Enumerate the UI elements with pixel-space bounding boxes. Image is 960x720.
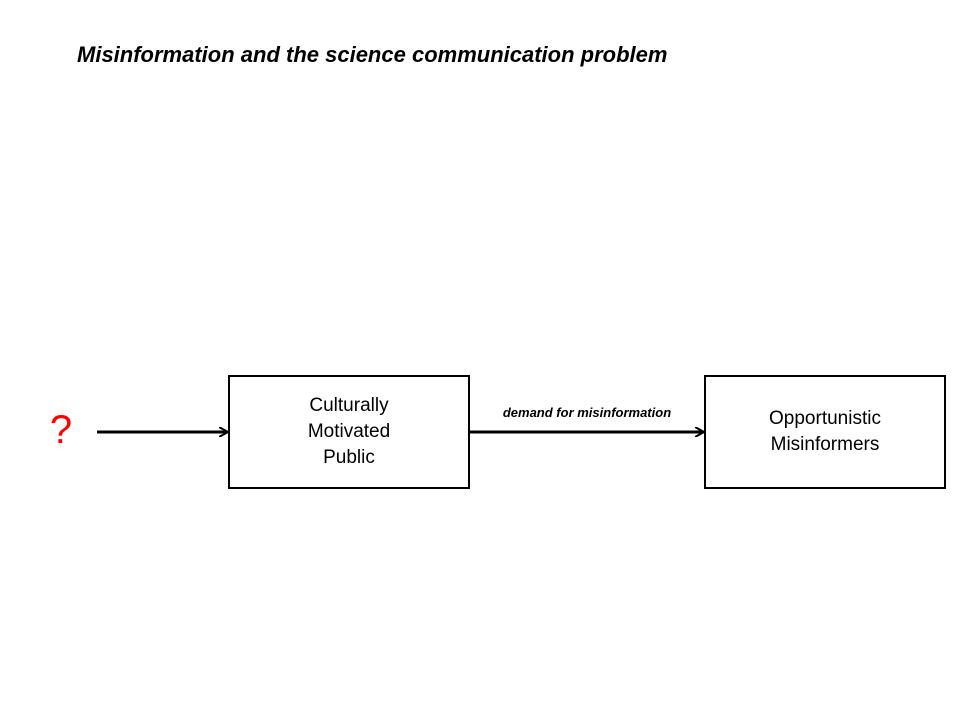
culturally-motivated-public-box: Culturally Motivated Public [228, 375, 470, 489]
opportunistic-misinformers-box: Opportunistic Misinformers [704, 375, 946, 489]
slide-title: Misinformation and the science communica… [77, 42, 668, 67]
opportunistic-misinformers-label: Opportunistic Misinformers [769, 408, 881, 455]
culturally-motivated-public-label: Culturally Motivated Public [307, 395, 391, 468]
demand-for-misinformation-label: demand for misinformation [502, 405, 672, 420]
unknown-source-question-mark: ? [49, 408, 73, 452]
